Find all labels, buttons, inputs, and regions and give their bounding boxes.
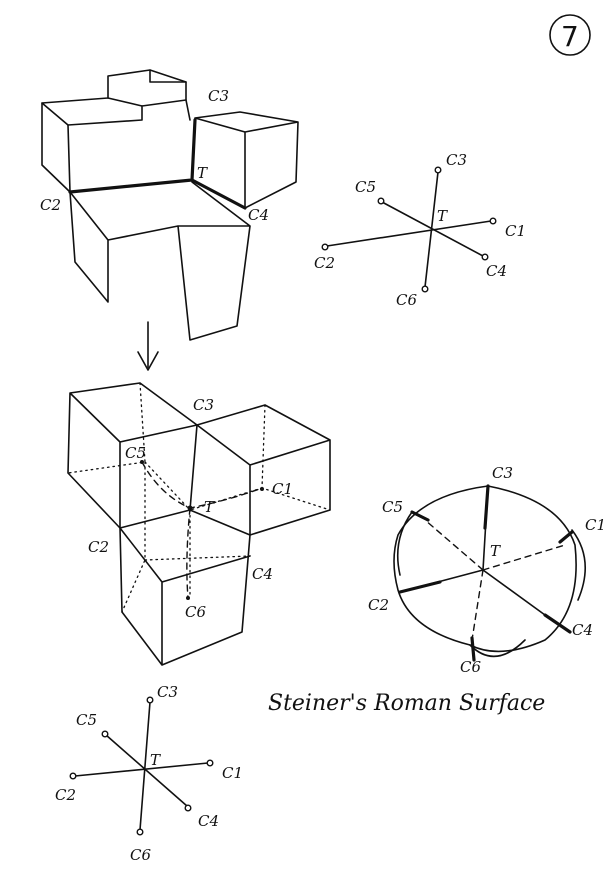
center-point [187, 505, 193, 511]
label-c5: C5 [125, 444, 146, 462]
label-t: T [204, 498, 215, 516]
label-c3: C3 [193, 396, 214, 414]
axes-lines [74, 701, 209, 831]
endpoint [377, 197, 385, 205]
label-c5: C5 [382, 498, 403, 516]
top-slab-sides [41, 102, 71, 193]
endpoint [434, 166, 442, 174]
surface-seams [399, 485, 546, 616]
label-c4: C4 [248, 206, 269, 224]
endpoint [184, 804, 192, 812]
top-slab-edge [185, 99, 191, 121]
roman-surface-figure: C3 C5 T C1 C2 C4 C6 [368, 464, 606, 676]
down-arrow-icon [137, 321, 159, 371]
label-c1: C1 [585, 516, 606, 534]
three-cubes-figure: C3 C5 T C1 C2 C4 C6 [67, 382, 331, 666]
label-c2: C2 [55, 786, 76, 804]
label-c5: C5 [355, 178, 376, 196]
hidden-seams [424, 519, 566, 641]
endpoint [69, 772, 77, 780]
label-c3: C3 [492, 464, 513, 482]
endpoint [136, 828, 144, 836]
endpoint [206, 759, 214, 767]
label-t: T [197, 164, 208, 182]
point-c5 [140, 460, 144, 464]
caption-text: Steiner's Roman Surface [268, 691, 545, 716]
label-t: T [150, 751, 161, 769]
front-block [69, 181, 251, 341]
label-c6: C6 [396, 291, 417, 309]
top-slab-face [41, 69, 187, 126]
page-number-circle [549, 14, 591, 56]
endpoint [321, 243, 329, 251]
cube-cross-figure: C3 T C2 C4 [40, 69, 299, 341]
label-c3: C3 [157, 683, 178, 701]
label-c1: C1 [222, 764, 243, 782]
label-c3: C3 [208, 87, 229, 105]
contact-edges [68, 118, 247, 210]
point-c1 [260, 487, 264, 491]
label-c2: C2 [88, 538, 109, 556]
page-number: 7 [549, 14, 591, 56]
label-t: T [490, 542, 501, 560]
thick-seams [398, 484, 574, 662]
label-c6: C6 [185, 603, 206, 621]
endpoint [489, 217, 497, 225]
label-c2: C2 [40, 196, 61, 214]
cube-bottom [119, 527, 251, 666]
label-c6: C6 [130, 846, 151, 864]
axes-lines [326, 171, 492, 288]
label-c4: C4 [486, 262, 507, 280]
label-c1: C1 [272, 480, 293, 498]
endpoint [146, 696, 154, 704]
label-c4: C4 [572, 621, 593, 639]
dashed-curves [141, 461, 263, 599]
endpoint [481, 253, 489, 261]
axes-diagram-bottom: C3 C5 T C1 C2 C4 C6 [55, 683, 243, 864]
endpoint [101, 730, 109, 738]
label-c4: C4 [198, 812, 219, 830]
label-c1: C1 [505, 222, 526, 240]
label-c4: C4 [252, 565, 273, 583]
point-c6 [186, 596, 190, 600]
endpoint [421, 285, 429, 293]
axes-diagram-top: C3 C5 T C1 C2 C4 C6 [314, 151, 526, 309]
label-c2: C2 [368, 596, 389, 614]
label-c5: C5 [76, 711, 97, 729]
label-c3: C3 [446, 151, 467, 169]
label-c6: C6 [460, 658, 481, 676]
top-step [107, 69, 187, 107]
label-t: T [437, 207, 448, 225]
page-number-text: 7 [561, 20, 579, 53]
label-c2: C2 [314, 254, 335, 272]
surface-lobes [396, 511, 587, 658]
cube-right [189, 404, 331, 536]
